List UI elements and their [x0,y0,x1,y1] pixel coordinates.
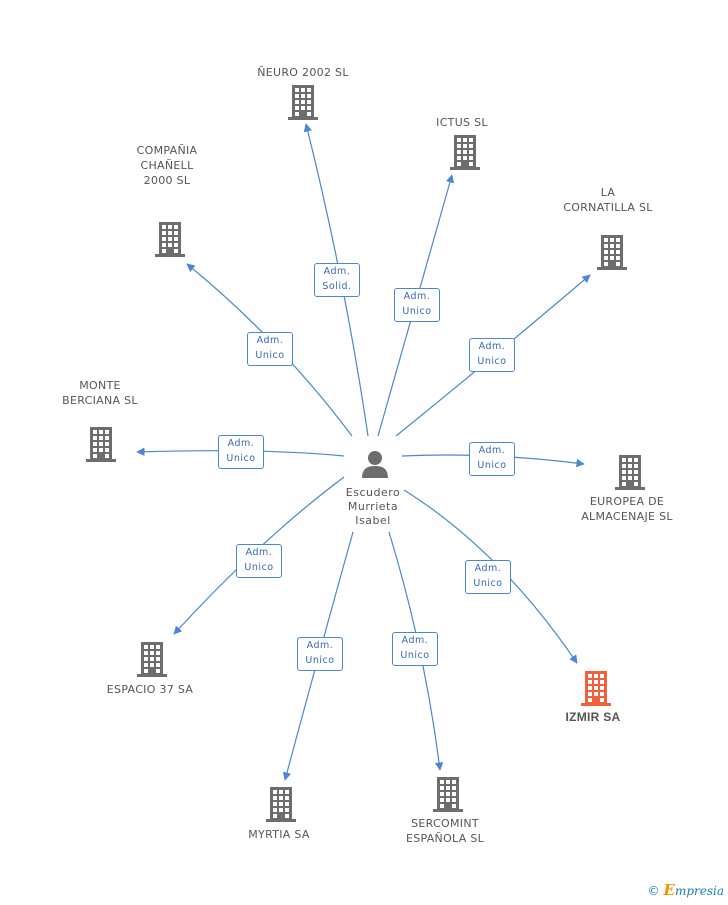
role-badge-ictus[interactable]: Adm. Unico [394,288,440,322]
role-badge-neuro[interactable]: Adm. Solid. [314,263,360,297]
copyright-icon: © [647,884,660,898]
empresia-logo-initial: E [663,881,675,899]
building-icon [288,85,318,120]
company-name[interactable]: COMPAÑIA CHAÑELL 2000 SL [136,144,198,187]
company-name[interactable]: MONTE BERCIANA SL [62,379,138,407]
role-badge-izmir[interactable]: Adm. Unico [465,560,511,594]
building-icon [137,642,167,677]
role-badge-sercomint[interactable]: Adm. Unico [392,632,438,666]
company-name[interactable]: EUROPEA DE ALMACENAJE SL [581,495,673,523]
building-icon [266,787,296,822]
company-name[interactable]: LA CORNATILLA SL [563,186,653,214]
empresia-footer[interactable]: ©Empresia [648,881,725,899]
role-badge-myrtia[interactable]: Adm. Unico [297,637,343,671]
building-icon [155,222,185,257]
building-icon [433,777,463,812]
role-badge-monte[interactable]: Adm. Unico [218,435,264,469]
company-name[interactable]: IZMIR SA [565,710,621,724]
role-badge-cornatilla[interactable]: Adm. Unico [469,338,515,372]
role-badge-channell[interactable]: Adm. Unico [247,332,293,366]
role-badge-europea[interactable]: Adm. Unico [469,442,515,476]
building-icon [615,455,645,490]
role-badge-espacio[interactable]: Adm. Unico [236,544,282,578]
company-name[interactable]: SERCOMINT ESPAÑOLA SL [405,817,485,845]
building-icon [450,135,480,170]
company-name[interactable]: ICTUS SL [436,116,488,129]
empresia-logo-text: mpresia [674,884,724,898]
building-icon [581,671,611,706]
center-person-name: Escudero Murrieta Isabel [345,486,401,527]
company-name[interactable]: MYRTIA SA [248,828,310,841]
building-icon [597,235,627,270]
person-icon [362,451,388,478]
building-icon [86,427,116,462]
company-name[interactable]: ESPACIO 37 SA [106,683,194,696]
company-name[interactable]: ÑEURO 2002 SL [257,66,349,79]
